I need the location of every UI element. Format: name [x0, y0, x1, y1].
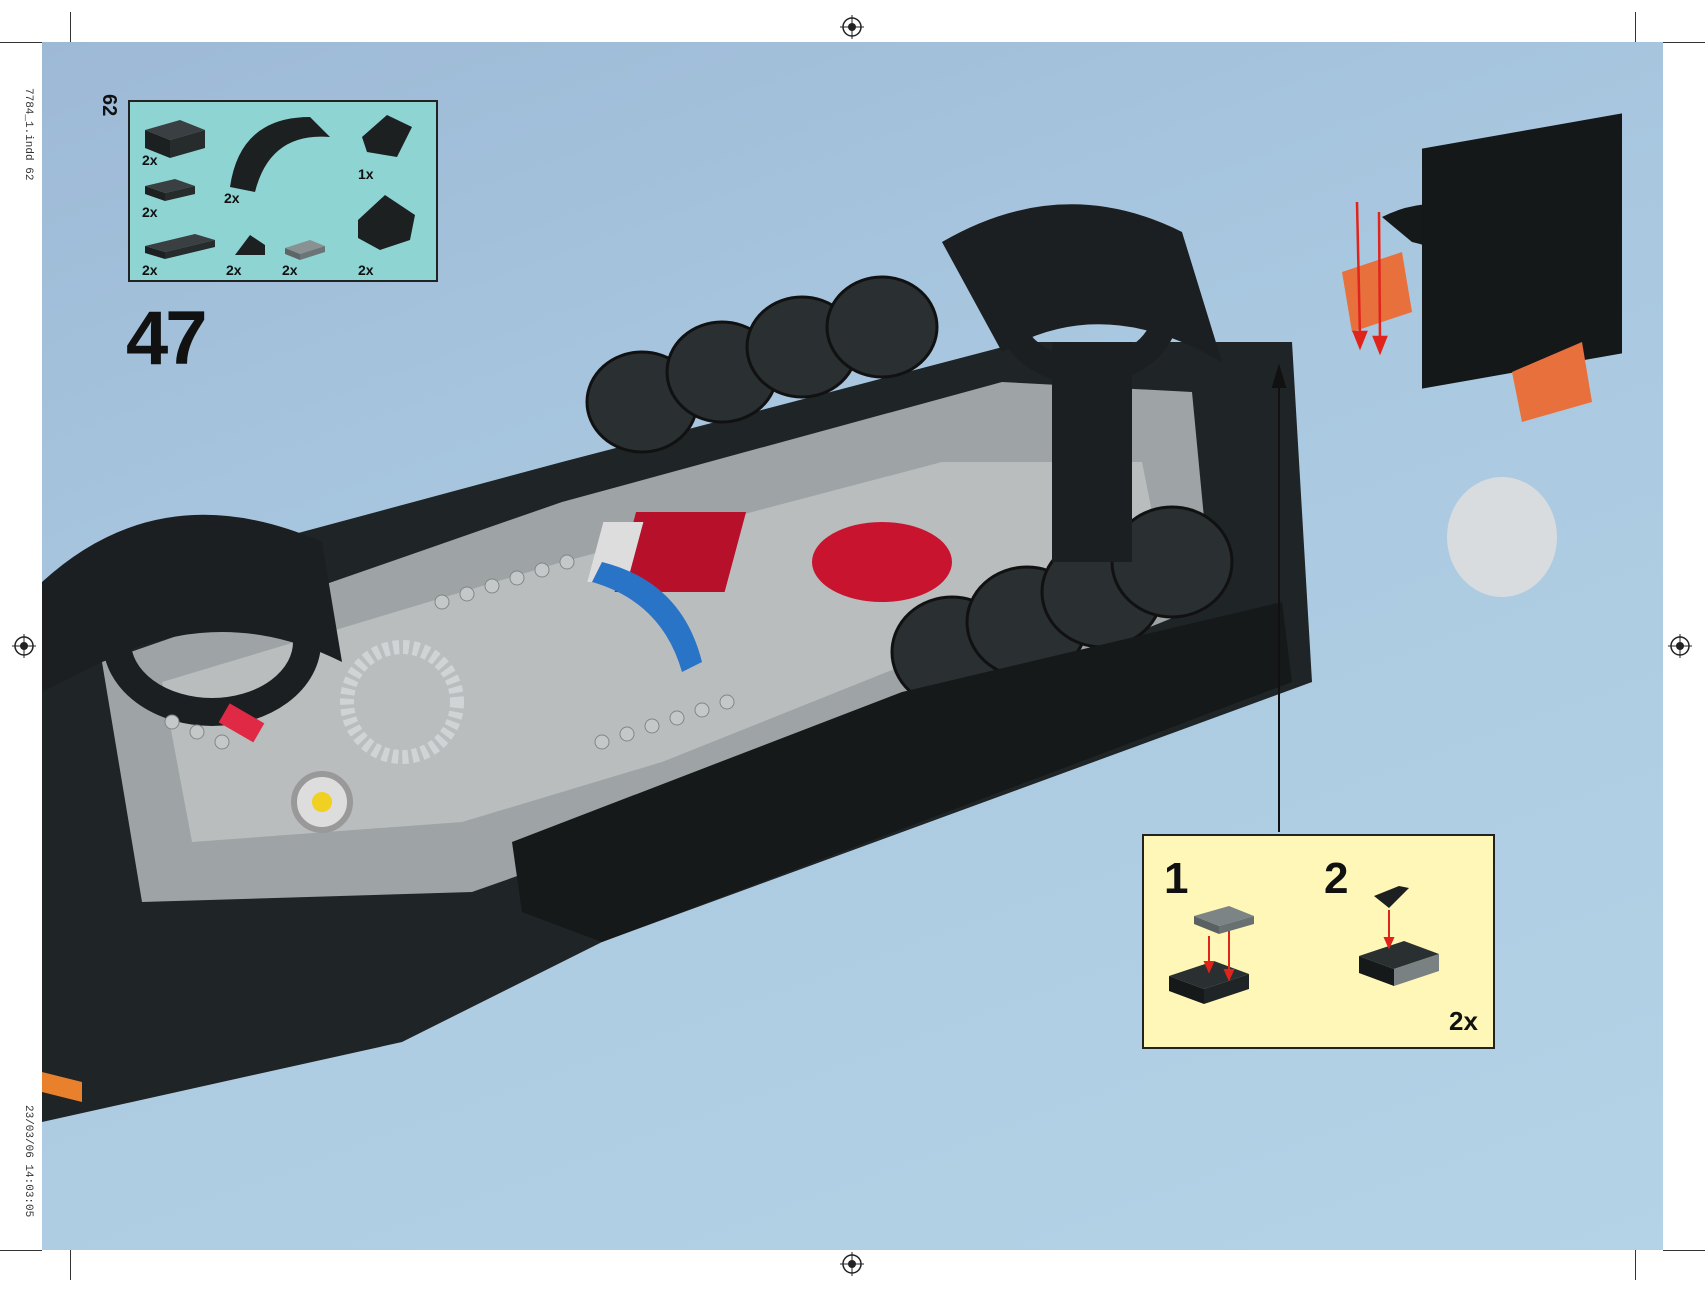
crop-mark [0, 42, 42, 43]
callout-pointer-arrow-icon [1271, 363, 1287, 832]
black-brick-2x2-icon [145, 120, 205, 158]
registration-mark-icon [12, 634, 36, 658]
part-qty: 2x [224, 190, 240, 206]
crop-mark [1635, 1250, 1636, 1280]
model-illustration [42, 113, 1622, 1122]
part-qty: 2x [142, 152, 158, 168]
part-qty: 2x [142, 262, 158, 278]
step-number: 47 [126, 296, 208, 381]
page-number: 62 [98, 94, 120, 117]
upper-tyres [585, 275, 939, 454]
date-slug: 23/03/06 14:03:05 [22, 1105, 34, 1218]
sub-step-quantity: 2x [1449, 1006, 1478, 1036]
black-plate-1x4-icon [145, 234, 215, 259]
part-qty: 2x [226, 262, 242, 278]
crop-mark [70, 1250, 71, 1280]
black-slope-large-icon [358, 195, 415, 250]
crop-mark [70, 12, 71, 42]
instruction-page: 62 2x 2x 2x 2x 2x 2x 1x 2 [42, 42, 1663, 1250]
part-qty: 1x [358, 166, 374, 182]
registration-mark-icon [840, 1252, 864, 1276]
front-block [1422, 113, 1622, 389]
parts-list-box: 2x 2x 2x 2x 2x 2x 1x 2x [128, 100, 438, 282]
crop-mark [0, 1250, 42, 1251]
crop-mark [1663, 1250, 1705, 1251]
orange-exhaust [1512, 342, 1592, 422]
gear-large [340, 640, 464, 764]
registration-mark-icon [1668, 634, 1692, 658]
part-qty: 2x [358, 262, 374, 278]
crop-mark [1663, 42, 1705, 43]
black-panel-front [512, 602, 1292, 942]
rear-wheel-arch [942, 204, 1222, 362]
red-axle-part [218, 703, 265, 743]
sub-step-number: 2 [1324, 854, 1349, 903]
registration-mark-icon [840, 15, 864, 39]
sub-step-2-illustration [1359, 886, 1439, 986]
black-arch-curve-icon [230, 117, 330, 192]
file-slug: 7784_1.indd 62 [22, 88, 34, 181]
sub-step-number: 1 [1164, 854, 1189, 903]
black-plate-1x2-icon [145, 179, 195, 201]
stud-texture [164, 554, 735, 750]
sub-assembly-callout: 1 2 2x [1142, 834, 1495, 1049]
part-qty: 2x [142, 204, 158, 220]
sub-step-1-illustration [1169, 906, 1254, 1004]
black-wedge-icon [362, 115, 412, 157]
orange-trim [42, 1072, 82, 1102]
grey-jumper-plate-icon [285, 240, 325, 260]
black-pillar [1052, 342, 1132, 562]
black-slope-small-icon [235, 235, 265, 255]
red-assembly-arrow-icon [1352, 201, 1388, 356]
crop-mark [1635, 12, 1636, 42]
part-qty: 2x [282, 262, 298, 278]
blue-gear [592, 562, 702, 672]
orange-exhaust [1342, 252, 1412, 332]
